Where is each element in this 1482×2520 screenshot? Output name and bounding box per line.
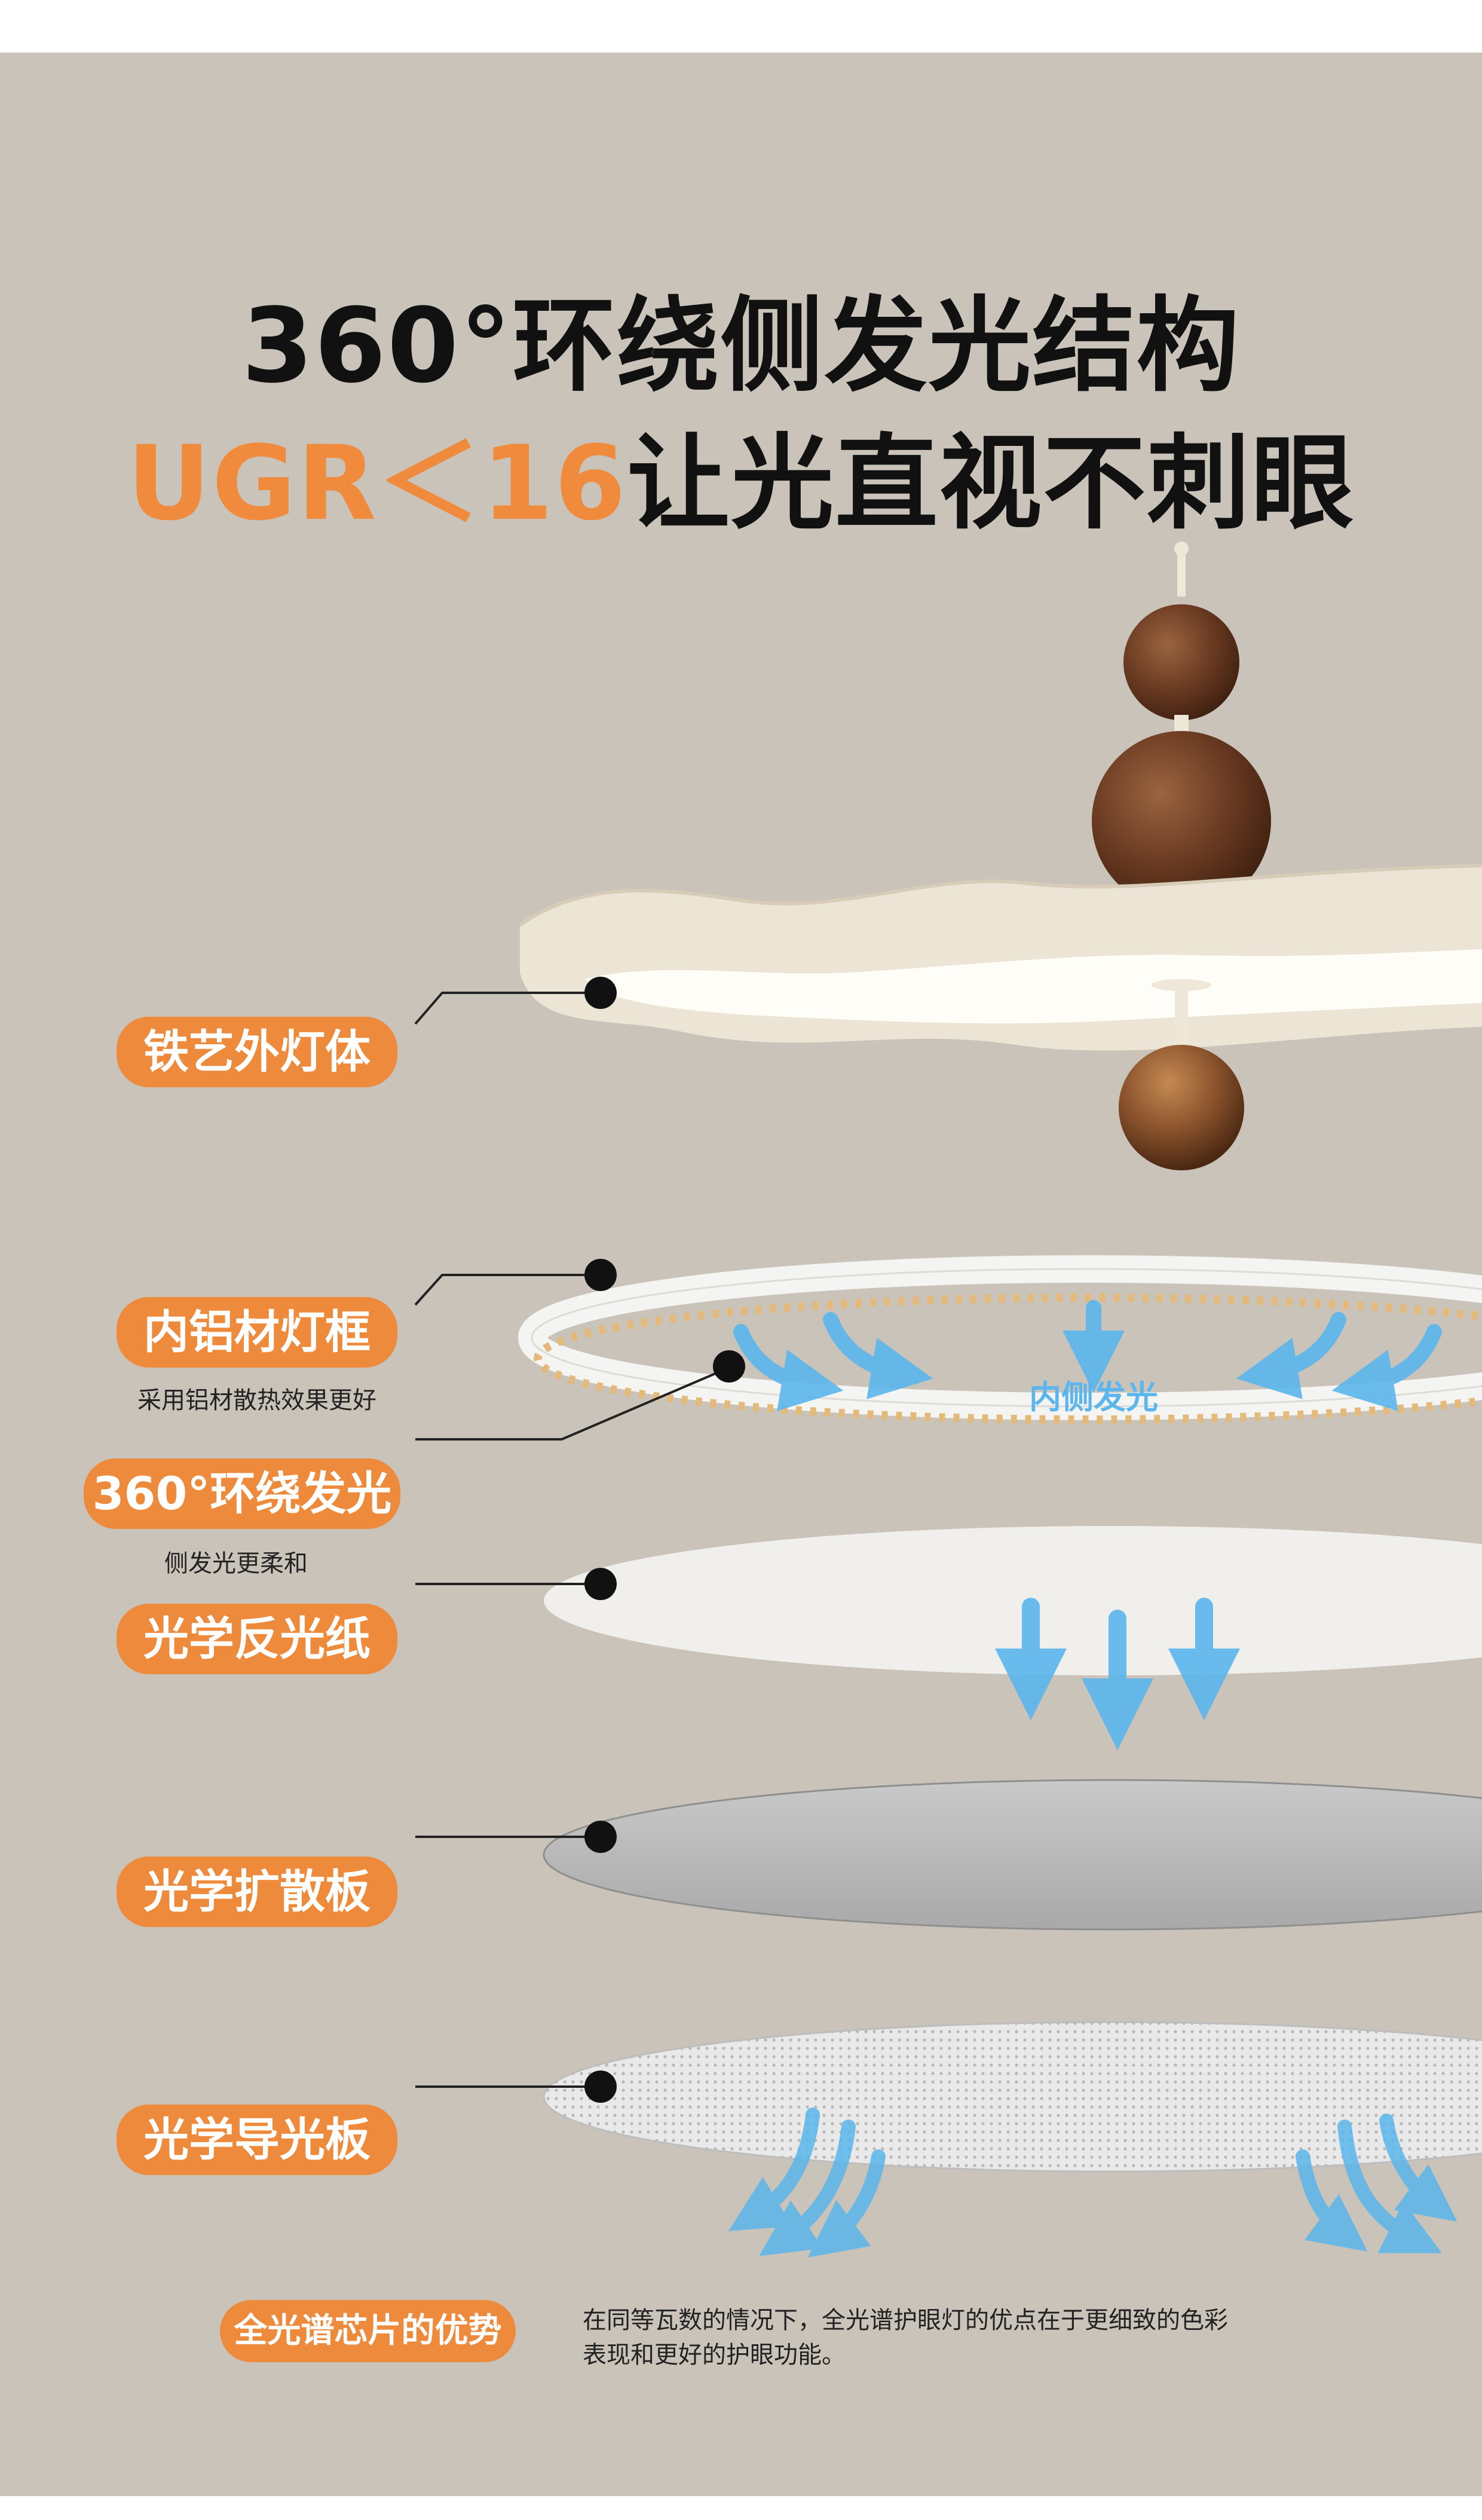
label-360-light: 360°环绕发光 [84,1458,400,1529]
label-diffuser-plate: 光学扩散板 [117,1857,397,1927]
callout-lines [414,992,733,2088]
label-outer-lamp-body: 铁艺外灯体 [117,1017,397,1087]
callout-dots [584,977,745,2103]
label-light-guide-plate: 光学导光板 [117,2105,397,2175]
diffuser-plate-disc [543,1779,1482,1931]
pendant-balls-top [1092,542,1271,910]
exploded-lamp-illustration: 内侧发光 [414,542,1482,2258]
outgoing-light-arrows [728,2108,1457,2258]
note-line-1: 在同等瓦数的情况下，全光谱护眼灯的优点在于更细致的色彩 [583,2307,1228,2334]
360-light-note: 侧发光更柔和 [164,1550,308,1577]
note-line-2: 表现和更好的护眼功能。 [583,2341,846,2369]
headline-line-1: 360°环绕侧发光结构 [241,286,1241,406]
pendant-ball-bottom [1119,979,1244,1170]
ugr-value: UGR＜16 [127,423,627,543]
aluminum-frame-ring [518,1255,1482,1424]
label-reflective-paper: 光学反光纸 [117,1604,397,1674]
headline-line-2: UGR＜16让光直视不刺眼 [0,399,1482,549]
inner-light-text: 内侧发光 [1029,1378,1158,1416]
inner-light-arrows [733,1300,1442,1411]
label-aluminum-frame: 内铝材灯框 [117,1297,397,1368]
aluminum-frame-note: 采用铝材散热效果更好 [137,1387,376,1414]
full-spectrum-badge: 全光谱芯片的优势 [220,2300,516,2362]
full-spectrum-note: 在同等瓦数的情况下，全光谱护眼灯的优点在于更细致的色彩 表现和更好的护眼功能。 [583,2303,1228,2372]
product-panel: 内侧发光 [0,53,1482,2496]
down-arrows [995,1598,1240,1750]
reflective-paper-disc [544,1526,1482,1675]
light-guide-plate-disc [543,2021,1482,2173]
headline-line-2-rest: 让光直视不刺眼 [627,423,1355,543]
outer-lamp-body [519,864,1482,1051]
